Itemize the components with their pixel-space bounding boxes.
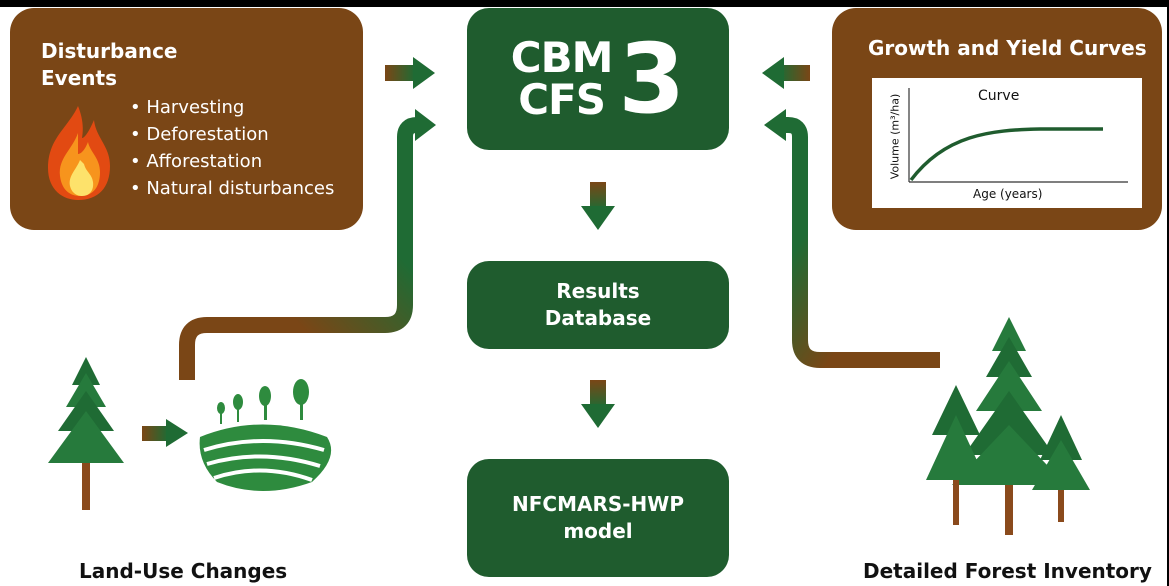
- logo-line-cbm: CBM: [510, 33, 614, 82]
- disturbance-title: Disturbance Events: [41, 38, 178, 92]
- right-border: [1167, 0, 1169, 586]
- forest-trees-icon: [926, 317, 1090, 535]
- cbm-cfs3-logo-box: CBM CFS 3: [467, 8, 729, 150]
- curve-label: Curve: [978, 88, 1020, 104]
- forest-inventory-label: Detailed Forest Inventory: [863, 559, 1152, 583]
- disturbance-item: Deforestation: [130, 121, 334, 148]
- arrow-landuse-to-cbm: [179, 109, 436, 380]
- logo-number-3: 3: [618, 23, 686, 135]
- growth-curve-line: [909, 127, 1103, 182]
- arrow-results-to-model: [581, 380, 615, 428]
- arrow-cbm-to-results: [581, 182, 615, 230]
- disturbance-list: Harvesting Deforestation Afforestation N…: [130, 94, 334, 202]
- arrow-tree-to-farmland: [142, 419, 188, 447]
- disturbance-item: Afforestation: [130, 148, 334, 175]
- arrow-growth-to-cbm: [762, 57, 810, 89]
- results-label-line2: Database: [544, 306, 652, 330]
- results-label-line1: Results: [556, 279, 640, 303]
- x-axis-label: Age (years): [973, 187, 1043, 201]
- fire-icon: [48, 106, 110, 200]
- model-label-line2: model: [563, 519, 633, 543]
- disturbance-title-line2: Events: [41, 66, 117, 90]
- disturbance-item: Harvesting: [130, 94, 334, 121]
- y-axis-label: Volume (m³/ha): [888, 93, 902, 180]
- disturbance-title-line1: Disturbance: [41, 39, 178, 63]
- pine-tree-icon: [48, 357, 124, 510]
- arrow-inventory-to-cbm: [764, 109, 940, 368]
- disturbance-item: Natural disturbances: [130, 175, 334, 202]
- growth-yield-chart-panel: [872, 78, 1142, 208]
- nfcmars-hwp-model-box: NFCMARS-HWP model: [467, 459, 729, 577]
- arrow-disturbance-to-cbm: [385, 57, 435, 89]
- growth-yield-title: Growth and Yield Curves: [868, 36, 1147, 60]
- logo-line-cfs: CFS: [518, 75, 606, 124]
- cbm-cfs3-logo: CBM CFS 3: [510, 23, 686, 135]
- farmland-icon: [199, 379, 332, 491]
- land-use-changes-label: Land-Use Changes: [79, 559, 288, 583]
- model-label-line1: NFCMARS-HWP: [511, 492, 685, 516]
- top-border: [0, 0, 1169, 7]
- results-database-box: Results Database: [467, 261, 729, 349]
- disturbance-events-box: Disturbance Events Harvesting Deforestat…: [10, 8, 363, 230]
